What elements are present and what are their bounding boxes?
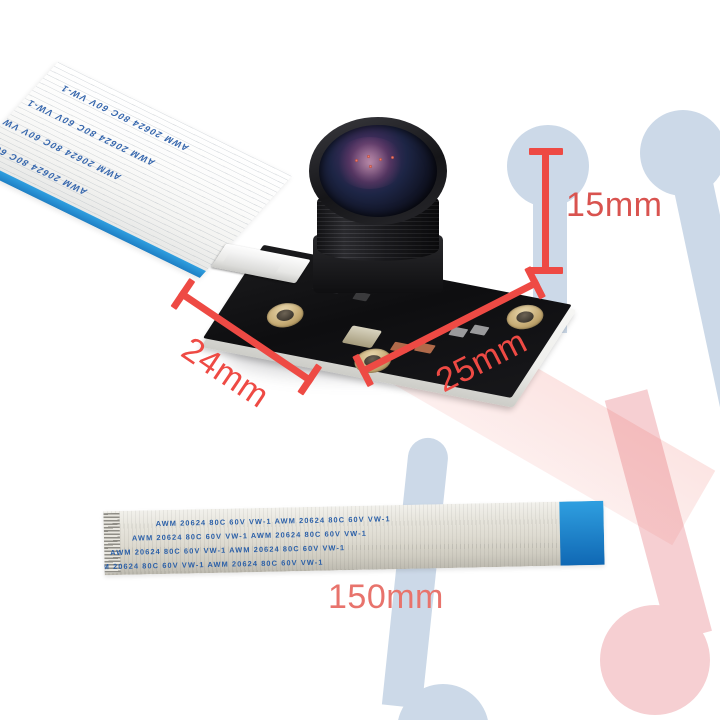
dimension-bar xyxy=(542,148,550,274)
lens-sensor-dots xyxy=(355,155,405,173)
dimension-end-cap xyxy=(529,267,563,274)
dimension-label-150mm: 150mm xyxy=(328,578,444,616)
pin-bottom-right-shape xyxy=(540,389,720,720)
pin-top-right-shape xyxy=(640,110,720,440)
pin-stem xyxy=(381,435,450,709)
smd-resistor xyxy=(352,291,371,302)
zif-latch xyxy=(222,250,284,274)
pin-head xyxy=(600,605,710,715)
camera-module-board xyxy=(195,117,577,408)
dimension-label-15mm: 15mm xyxy=(566,186,663,224)
dimension-end-cap xyxy=(529,148,563,155)
smd-capacitor xyxy=(469,324,490,336)
cable-marking-text: AWM 20624 80C 60V VW-1 xyxy=(24,97,158,168)
cable-marking-text: AWM 20624 80C 60V VW-1 xyxy=(57,83,192,153)
smd-crystal xyxy=(341,325,383,349)
pin-stem xyxy=(670,165,720,429)
mounting-pad xyxy=(260,300,310,331)
pin-bottom-center-shape xyxy=(381,435,575,720)
lens-highlight xyxy=(335,137,405,189)
flat-flex-cable: AWM 20624 80C 60V VW-1 AWM 20624 80C 60V… xyxy=(103,500,605,576)
